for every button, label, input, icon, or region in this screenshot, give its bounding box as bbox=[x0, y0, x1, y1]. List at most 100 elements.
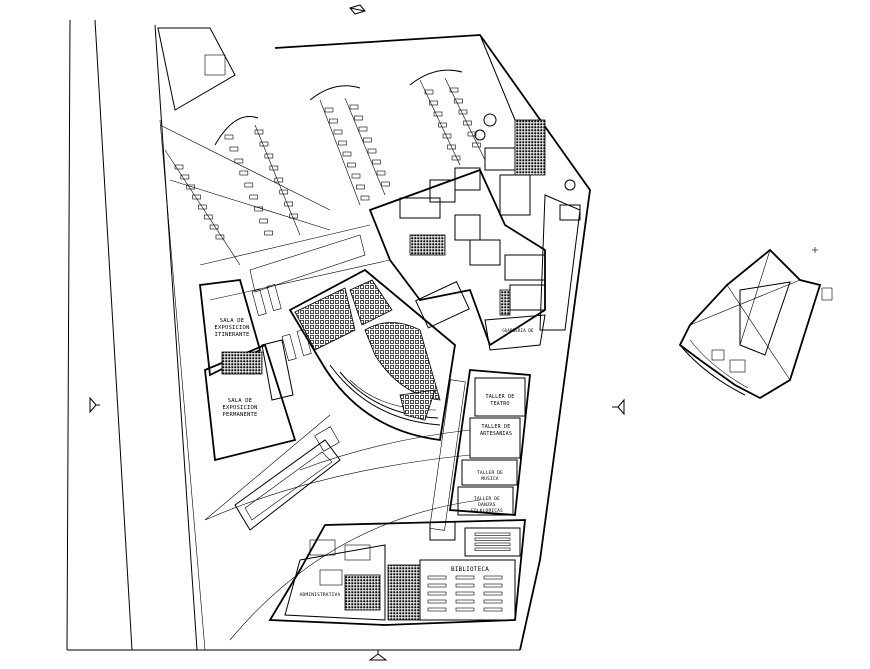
label-administracion: ADMINISTRATIVA bbox=[300, 592, 341, 598]
label-taller-teatro-1: TALLER DE bbox=[486, 394, 515, 400]
parking-stall bbox=[215, 234, 225, 240]
label-taller-musica-2: MUSICA bbox=[481, 476, 499, 482]
parking-stall bbox=[174, 164, 184, 170]
road bbox=[66, 19, 520, 651]
parking-stall bbox=[356, 184, 365, 190]
parking-stall bbox=[234, 158, 244, 164]
label-sala-permanente-1: SALA DE bbox=[228, 398, 253, 404]
library-shelf bbox=[474, 542, 511, 546]
parking-stall bbox=[467, 131, 477, 137]
parking-stall bbox=[180, 174, 190, 180]
parking-stall bbox=[367, 148, 377, 154]
section-marker-icon bbox=[89, 396, 100, 414]
library-table bbox=[427, 607, 447, 612]
parking-stall bbox=[354, 115, 363, 121]
label-taller-danzas-2: DANZAS bbox=[478, 502, 496, 508]
library-table bbox=[483, 599, 503, 604]
parking-stall bbox=[192, 194, 201, 200]
parking-stall bbox=[347, 162, 356, 168]
section-marker-icon bbox=[612, 398, 625, 416]
label-taller-artesanias-2: ARTESANIAS bbox=[480, 431, 512, 437]
library-table bbox=[427, 591, 447, 596]
parking-stall bbox=[381, 181, 390, 187]
parking-stall bbox=[333, 129, 343, 135]
parking-stall bbox=[284, 201, 294, 207]
library-table bbox=[455, 607, 475, 612]
parking-stall bbox=[324, 107, 334, 113]
library-shelf bbox=[474, 532, 511, 536]
label-taller-danzas-3: FOLKLORICAS bbox=[471, 508, 503, 514]
label-taller-musica-1: TALLER DE bbox=[477, 470, 503, 476]
parking-stall bbox=[244, 182, 254, 188]
parking-stall bbox=[429, 100, 438, 106]
parking-stall bbox=[424, 89, 434, 95]
parking-stall bbox=[338, 140, 347, 146]
parking-stall bbox=[249, 194, 259, 200]
library-table bbox=[455, 575, 475, 580]
label-guarderia: GUARDERIA DE bbox=[502, 328, 534, 333]
library-block: BIBLIOTECA ADMINISTRATIVA bbox=[268, 519, 526, 626]
parking-stall bbox=[449, 87, 459, 93]
library-table bbox=[455, 583, 475, 588]
parking-stall bbox=[463, 120, 472, 126]
parking-stall bbox=[360, 195, 370, 201]
library-table bbox=[427, 575, 447, 580]
parking-stall bbox=[239, 170, 249, 176]
parking-stall bbox=[274, 177, 284, 183]
parking-lot bbox=[164, 69, 486, 266]
label-sala-itinerante-2: EXPOSICION bbox=[214, 325, 249, 331]
parking-stall bbox=[372, 159, 381, 165]
top-left-plot bbox=[157, 27, 236, 111]
parking-stall bbox=[342, 151, 352, 157]
library-table bbox=[455, 599, 475, 604]
label-sala-permanente-3: PERMANENTE bbox=[222, 412, 257, 418]
site-boundary bbox=[159, 34, 591, 651]
parking-stall bbox=[289, 213, 298, 219]
north-arrow-icon bbox=[349, 4, 366, 15]
parking-stall bbox=[358, 126, 368, 132]
parking-stall bbox=[264, 153, 274, 159]
parking-stall bbox=[229, 146, 239, 152]
parking-stall bbox=[472, 142, 481, 148]
parking-stall bbox=[376, 170, 386, 176]
library-table bbox=[483, 583, 503, 588]
parking-stall bbox=[254, 129, 264, 135]
parking-stall bbox=[438, 122, 447, 128]
section-marker-icon bbox=[368, 650, 388, 661]
parking-stall bbox=[224, 134, 234, 140]
exhibition-halls: SALA DE EXPOSICION ITINERANTE SALA DE EX… bbox=[199, 279, 297, 462]
parking-stall bbox=[363, 137, 372, 143]
parking-stall bbox=[259, 218, 268, 224]
parking-stall bbox=[447, 144, 456, 150]
section-markers bbox=[89, 4, 625, 661]
parking-stall bbox=[198, 204, 207, 210]
label-sala-permanente-2: EXPOSICION bbox=[222, 405, 257, 411]
parking-stall bbox=[349, 104, 359, 110]
label-sala-itinerante-3: ITINERANTE bbox=[214, 332, 249, 338]
library-table bbox=[427, 599, 447, 604]
detail-building bbox=[678, 247, 833, 400]
parking-stall bbox=[454, 98, 463, 104]
auditorium bbox=[288, 268, 456, 442]
central-cluster: GUARDERIA DE bbox=[368, 113, 581, 351]
parking-stall bbox=[269, 165, 279, 171]
library-shelf bbox=[474, 537, 511, 541]
library-table bbox=[427, 583, 447, 588]
parking-stall bbox=[203, 214, 213, 220]
library-table bbox=[483, 575, 503, 580]
library-shelf bbox=[474, 547, 511, 551]
parking-stall bbox=[329, 118, 338, 124]
parking-stall bbox=[458, 109, 468, 115]
parking-stall bbox=[264, 230, 273, 236]
parking-stall bbox=[259, 141, 269, 147]
label-biblioteca: BIBLIOTECA bbox=[451, 566, 489, 573]
library-table bbox=[483, 607, 503, 612]
label-taller-artesanias-1: TALLER DE bbox=[482, 424, 511, 430]
library-table bbox=[455, 591, 475, 596]
parking-stall bbox=[351, 173, 361, 179]
label-taller-teatro-2: TEATRO bbox=[490, 401, 509, 407]
parking-stall bbox=[254, 206, 263, 212]
reflecting-pool bbox=[234, 426, 341, 531]
workshops: TALLER DE TEATRO TALLER DE ARTESANIAS TA… bbox=[429, 369, 531, 531]
